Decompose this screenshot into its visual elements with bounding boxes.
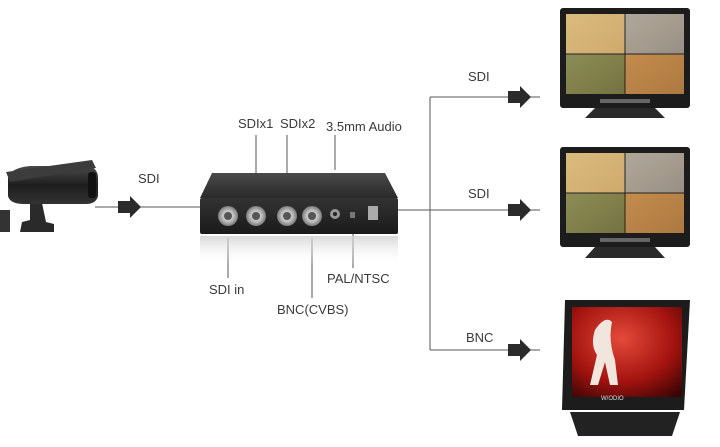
camera-sunshield — [6, 160, 96, 182]
bnc-cvbs-label: BNC(CVBS) — [277, 302, 349, 317]
audio-jack — [330, 209, 340, 219]
pal-ntsc-switch — [350, 212, 355, 218]
converter-device — [200, 173, 398, 266]
monitor-middle — [560, 147, 690, 258]
top-output-sdi-label: SDI — [468, 69, 490, 84]
camera-lens — [88, 172, 96, 198]
bnc-port-sdi-in — [218, 206, 238, 226]
camera — [0, 160, 98, 232]
middle-output-sdi-label: SDI — [468, 186, 490, 201]
camera-sdi-label: SDI — [138, 171, 160, 186]
sdix1-label: SDIx1 — [238, 116, 274, 131]
device-reflection — [200, 236, 398, 266]
middle-arrow-icon — [508, 199, 531, 221]
camera-mount-base — [0, 210, 10, 232]
arrows — [118, 86, 531, 361]
bnc-port-cvbs — [302, 206, 322, 226]
sdix2-label: SDIx2 — [280, 116, 316, 131]
monitor-bottom — [562, 300, 690, 436]
bottom-output-bnc-label: BNC — [466, 330, 494, 345]
sdi-in-label: SDI in — [209, 282, 245, 297]
audio-label: 3.5mm Audio — [326, 119, 402, 134]
camera-arrow-icon — [118, 196, 141, 218]
bottom-arrow-icon — [508, 339, 531, 361]
bnc-port-sdix2 — [277, 206, 297, 226]
camera-bracket — [20, 203, 54, 232]
top-arrow-icon — [508, 86, 531, 108]
pal-ntsc-label: PAL/NTSC — [327, 271, 390, 286]
dancer-figure — [590, 319, 618, 385]
dc-power-port — [368, 206, 378, 220]
bnc-port-sdix1 — [246, 206, 266, 226]
monitor-brand-logo: W/ODIO — [601, 396, 624, 402]
monitor-top — [560, 8, 690, 118]
